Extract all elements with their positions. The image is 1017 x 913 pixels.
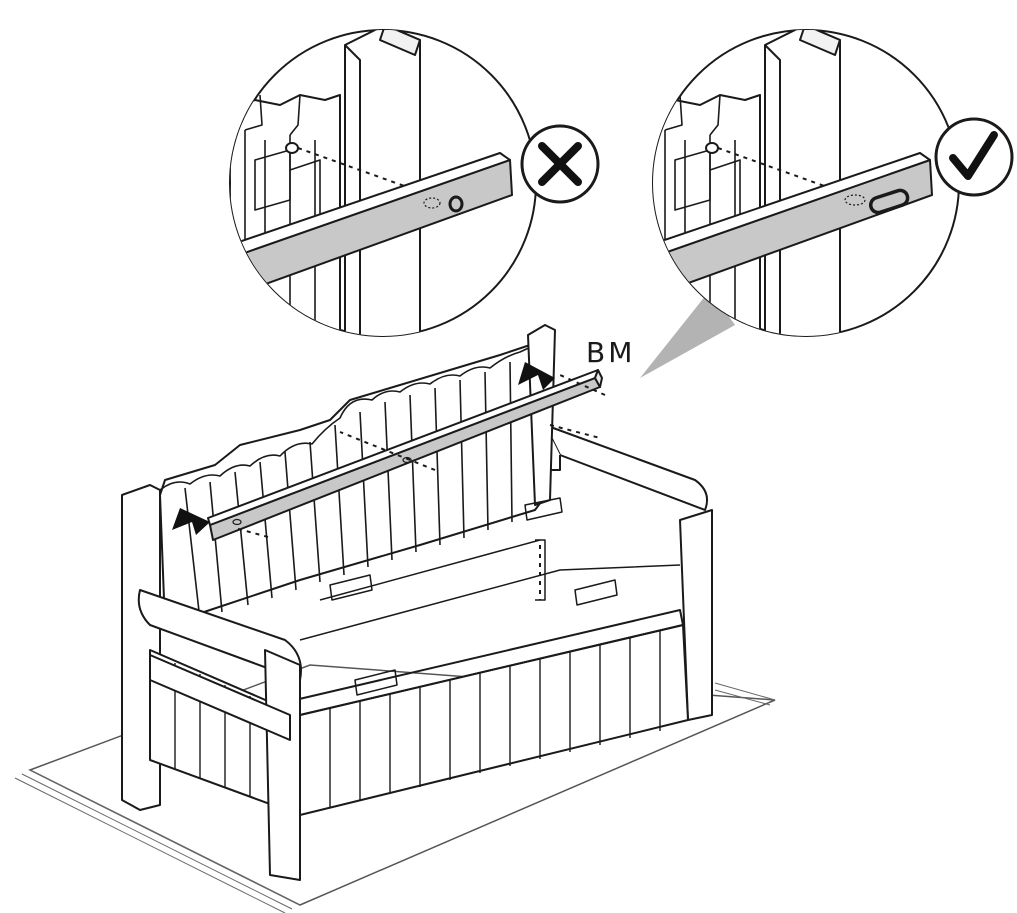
bench-body — [121, 324, 713, 881]
alignment-guides — [234, 374, 606, 600]
rug-fringe-right — [714, 682, 776, 706]
left-lower-rail — [149, 654, 291, 741]
cross-mark-icon — [520, 124, 600, 204]
backrest-panel — [159, 344, 551, 626]
insert-arrows — [172, 362, 555, 535]
backrest-slats — [184, 361, 513, 621]
backrest-top-edge — [159, 344, 536, 491]
left-front-post — [264, 649, 301, 881]
callout-pointer — [640, 290, 735, 378]
box-interior-back — [299, 539, 681, 641]
box-front-slats — [329, 631, 661, 808]
arrow-left-icon — [172, 508, 210, 535]
rail-bm — [207, 369, 603, 541]
arrow-right-icon — [518, 362, 555, 390]
detail-view-incorrect — [229, 29, 600, 337]
detail-view-correct — [652, 29, 1014, 337]
right-armrest — [544, 424, 708, 511]
box-top-rim — [294, 609, 684, 716]
check-mark-icon — [934, 117, 1014, 197]
part-label-bm: BM — [586, 336, 635, 369]
rug-fringe-left — [14, 769, 301, 913]
